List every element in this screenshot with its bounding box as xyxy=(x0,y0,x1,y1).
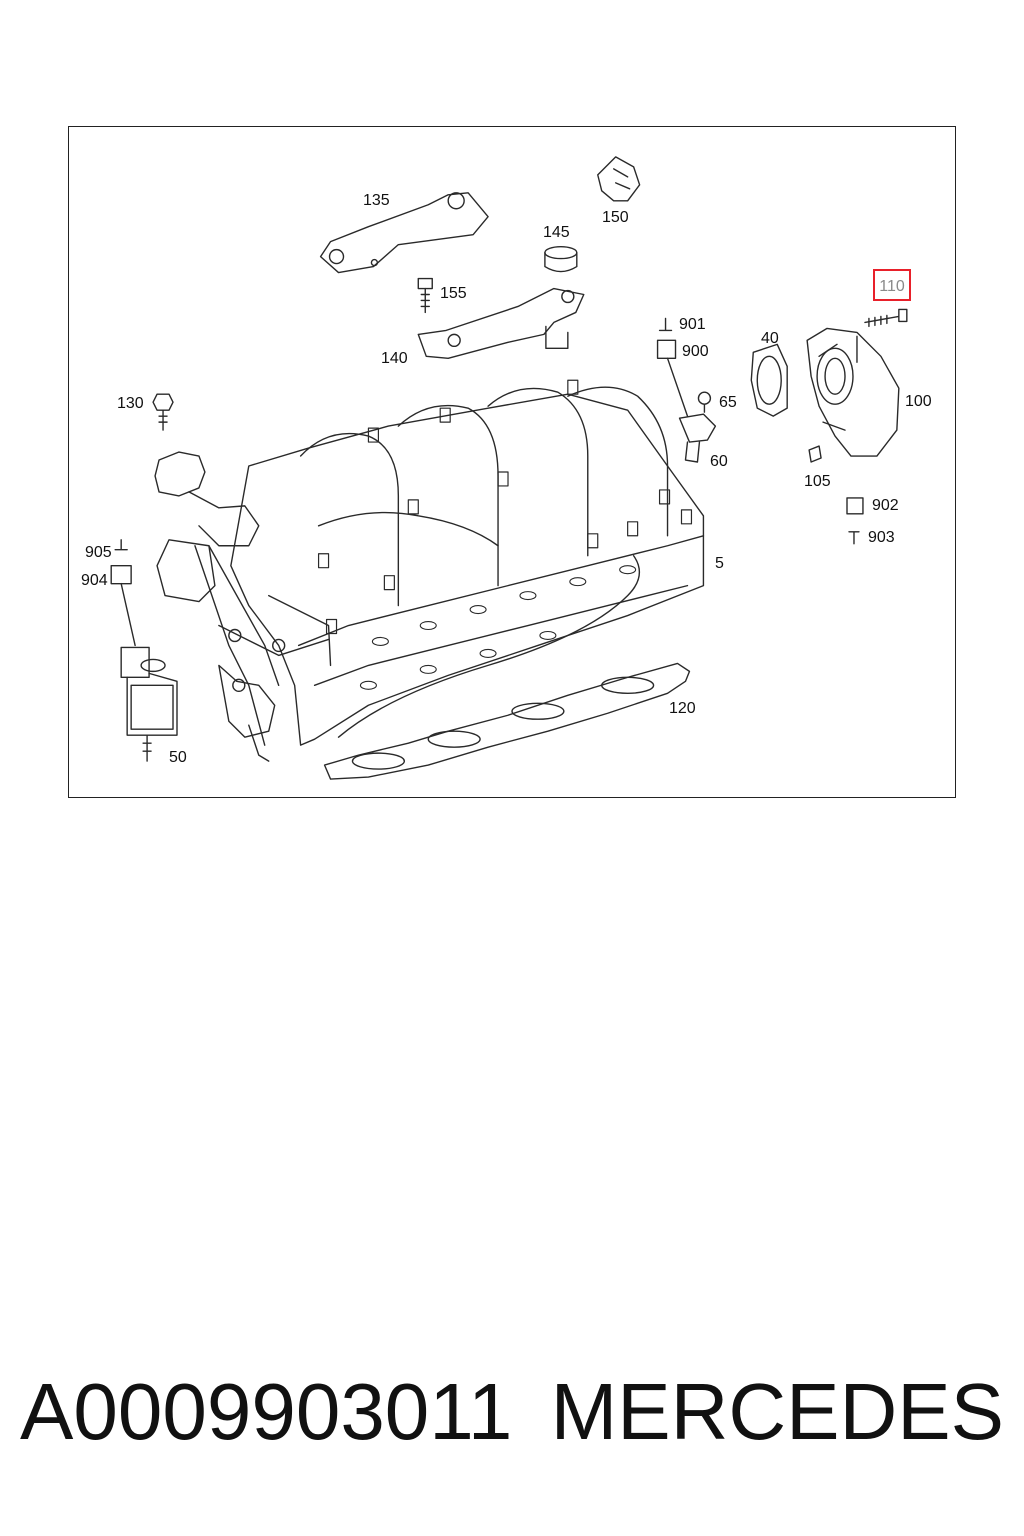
callout-40: 40 xyxy=(761,330,779,347)
parts-diagram: 135 150 145 155 140 901 900 40 100 130 6… xyxy=(68,126,956,798)
connector-905 xyxy=(114,539,128,551)
callout-150: 150 xyxy=(602,209,629,226)
manifold-5 xyxy=(230,379,705,746)
connector-902 xyxy=(846,497,864,515)
callout-900: 900 xyxy=(682,343,709,360)
valve-50 xyxy=(120,646,178,762)
callout-901: 901 xyxy=(679,316,706,333)
brand-name: MERCEDES xyxy=(550,1367,1004,1456)
callout-905: 905 xyxy=(85,544,112,561)
bolt-110 xyxy=(864,308,908,328)
sensor-60 xyxy=(678,413,717,463)
product-caption: A0009903011 MERCEDES xyxy=(20,1372,1004,1472)
callout-105: 105 xyxy=(804,473,831,490)
bolt-155 xyxy=(417,277,433,314)
callout-130: 130 xyxy=(117,395,144,412)
callout-50: 50 xyxy=(169,749,187,766)
cap-145 xyxy=(544,245,578,273)
highlighted-callout-110[interactable]: 110 xyxy=(873,269,911,301)
connector-904 xyxy=(110,564,132,585)
actuator-linkage xyxy=(154,451,332,762)
callout-145: 145 xyxy=(543,224,570,241)
intake-manifold-drawing xyxy=(110,156,908,780)
callout-902: 902 xyxy=(872,497,899,514)
callout-904: 904 xyxy=(81,572,108,589)
bracket-140 xyxy=(417,287,585,360)
callout-100: 100 xyxy=(905,393,932,410)
callout-135: 135 xyxy=(363,192,390,209)
bracket-135 xyxy=(319,192,489,274)
callout-60: 60 xyxy=(710,453,728,470)
callout-120: 120 xyxy=(669,700,696,717)
part-number: A0009903011 xyxy=(20,1367,513,1456)
gasket-120 xyxy=(323,662,691,780)
bolt-130 xyxy=(152,393,174,431)
connector-901 xyxy=(658,317,673,332)
clip-105 xyxy=(808,445,822,463)
connector-900 xyxy=(656,339,677,360)
callout-903: 903 xyxy=(868,529,895,546)
screw-65 xyxy=(697,391,712,413)
callout-155: 155 xyxy=(440,285,467,302)
clip-150 xyxy=(597,156,641,202)
callout-140: 140 xyxy=(381,350,408,367)
callout-65: 65 xyxy=(719,394,737,411)
throttle-body-100 xyxy=(806,327,900,457)
callout-5: 5 xyxy=(715,555,724,572)
connector-903 xyxy=(848,531,860,545)
gasket-40 xyxy=(750,343,788,417)
callout-110: 110 xyxy=(879,278,905,295)
